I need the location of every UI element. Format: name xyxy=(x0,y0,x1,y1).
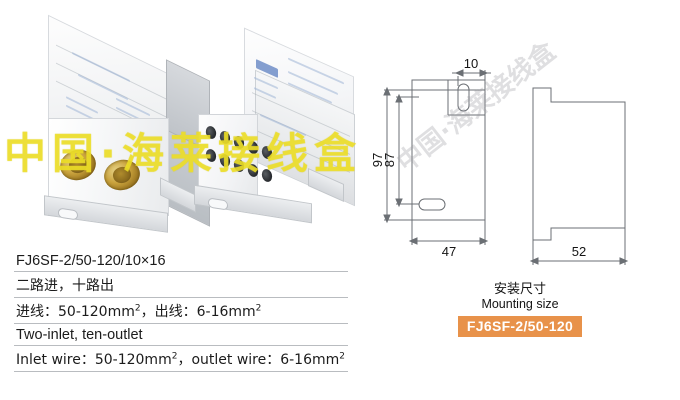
mounting-size-en: Mounting size xyxy=(481,297,559,311)
model-chip: FJ6SF-2/50-120 xyxy=(457,316,583,337)
outlet-hole xyxy=(260,167,274,184)
spec-row-wire-en: Inlet wire：50-120mm2，outlet wire：6-16mm2 xyxy=(14,346,348,372)
drawing-svg: 97 87 10 47 52 xyxy=(370,56,629,265)
dim-label-52: 52 xyxy=(572,244,586,259)
dim-label-10: 10 xyxy=(464,56,478,71)
technical-drawing: 97 87 10 47 52 中国·海莱接线盒 安装尺寸 Mounting si… xyxy=(360,0,680,400)
product-photo-area: 中国·海莱接线盒 xyxy=(0,0,360,248)
wire-en-prefix: Inlet wire：50-120mm xyxy=(16,352,172,368)
dim-label-47: 47 xyxy=(442,244,456,259)
wire-cn-prefix: 进线：50-120mm xyxy=(16,304,135,320)
mounting-foot-hole xyxy=(58,207,78,221)
spec-row-wire-cn: 进线：50-120mm2，出线：6-16mm2 xyxy=(14,298,348,324)
wire-cn-mid: ，出线：6-16mm xyxy=(140,304,256,320)
model-text: FJ6SF-2/50-120/10×16 xyxy=(16,253,166,269)
product-photo-ten-outlet xyxy=(192,27,360,242)
mounting-size-cn: 安装尺寸 xyxy=(493,282,546,297)
spec-row-config-en: Two-inlet, ten-outlet xyxy=(14,324,348,346)
wire-cn-sup2: 2 xyxy=(255,303,262,314)
spec-row-model: FJ6SF-2/50-120/10×16 xyxy=(14,250,348,272)
dim-label-87: 87 xyxy=(382,153,397,167)
config-cn-text: 二路进，十路出 xyxy=(16,278,114,294)
mounting-size-caption: 安装尺寸 Mounting size FJ6SF-2/50-120 xyxy=(360,282,680,337)
spec-row-config-cn: 二路进，十路出 xyxy=(14,272,348,298)
wire-en-sup2: 2 xyxy=(339,351,346,362)
dim-label-97: 97 xyxy=(370,153,385,167)
spec-table: FJ6SF-2/50-120/10×16 二路进，十路出 进线：50-120mm… xyxy=(14,250,348,372)
wire-en-sup1: 2 xyxy=(171,351,178,362)
config-en-text: Two-inlet, ten-outlet xyxy=(16,327,143,343)
wire-en-mid: ，outlet wire：6-16mm xyxy=(177,352,340,368)
product-photo-two-inlet xyxy=(38,14,213,244)
wire-cn-sup1: 2 xyxy=(134,303,141,314)
